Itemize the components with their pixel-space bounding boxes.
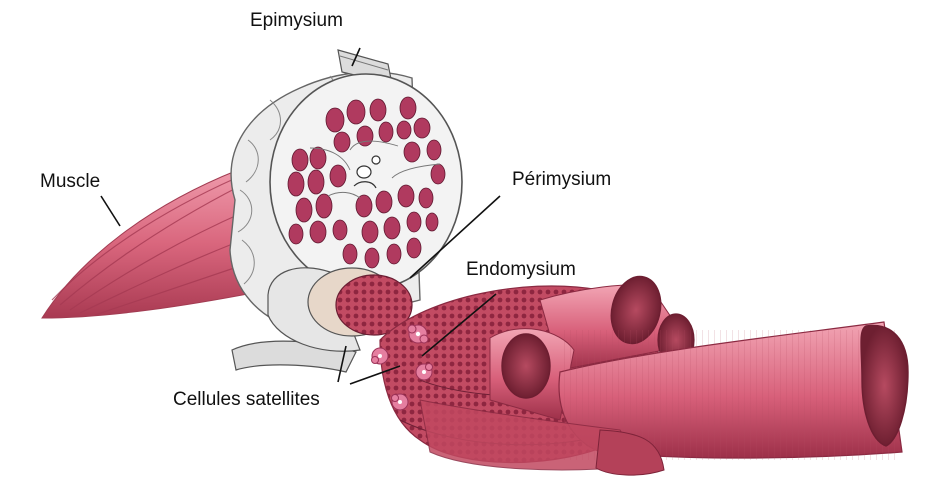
- muscle-belly: [42, 170, 258, 318]
- label-epimysium: Epimysium: [250, 11, 343, 30]
- label-perimysium: Périmysium: [512, 170, 611, 189]
- label-muscle: Muscle: [40, 172, 100, 191]
- leader-muscle: [101, 196, 120, 226]
- label-endomysium: Endomysium: [466, 260, 576, 279]
- label-satellite-cells: Cellules satellites: [173, 390, 320, 409]
